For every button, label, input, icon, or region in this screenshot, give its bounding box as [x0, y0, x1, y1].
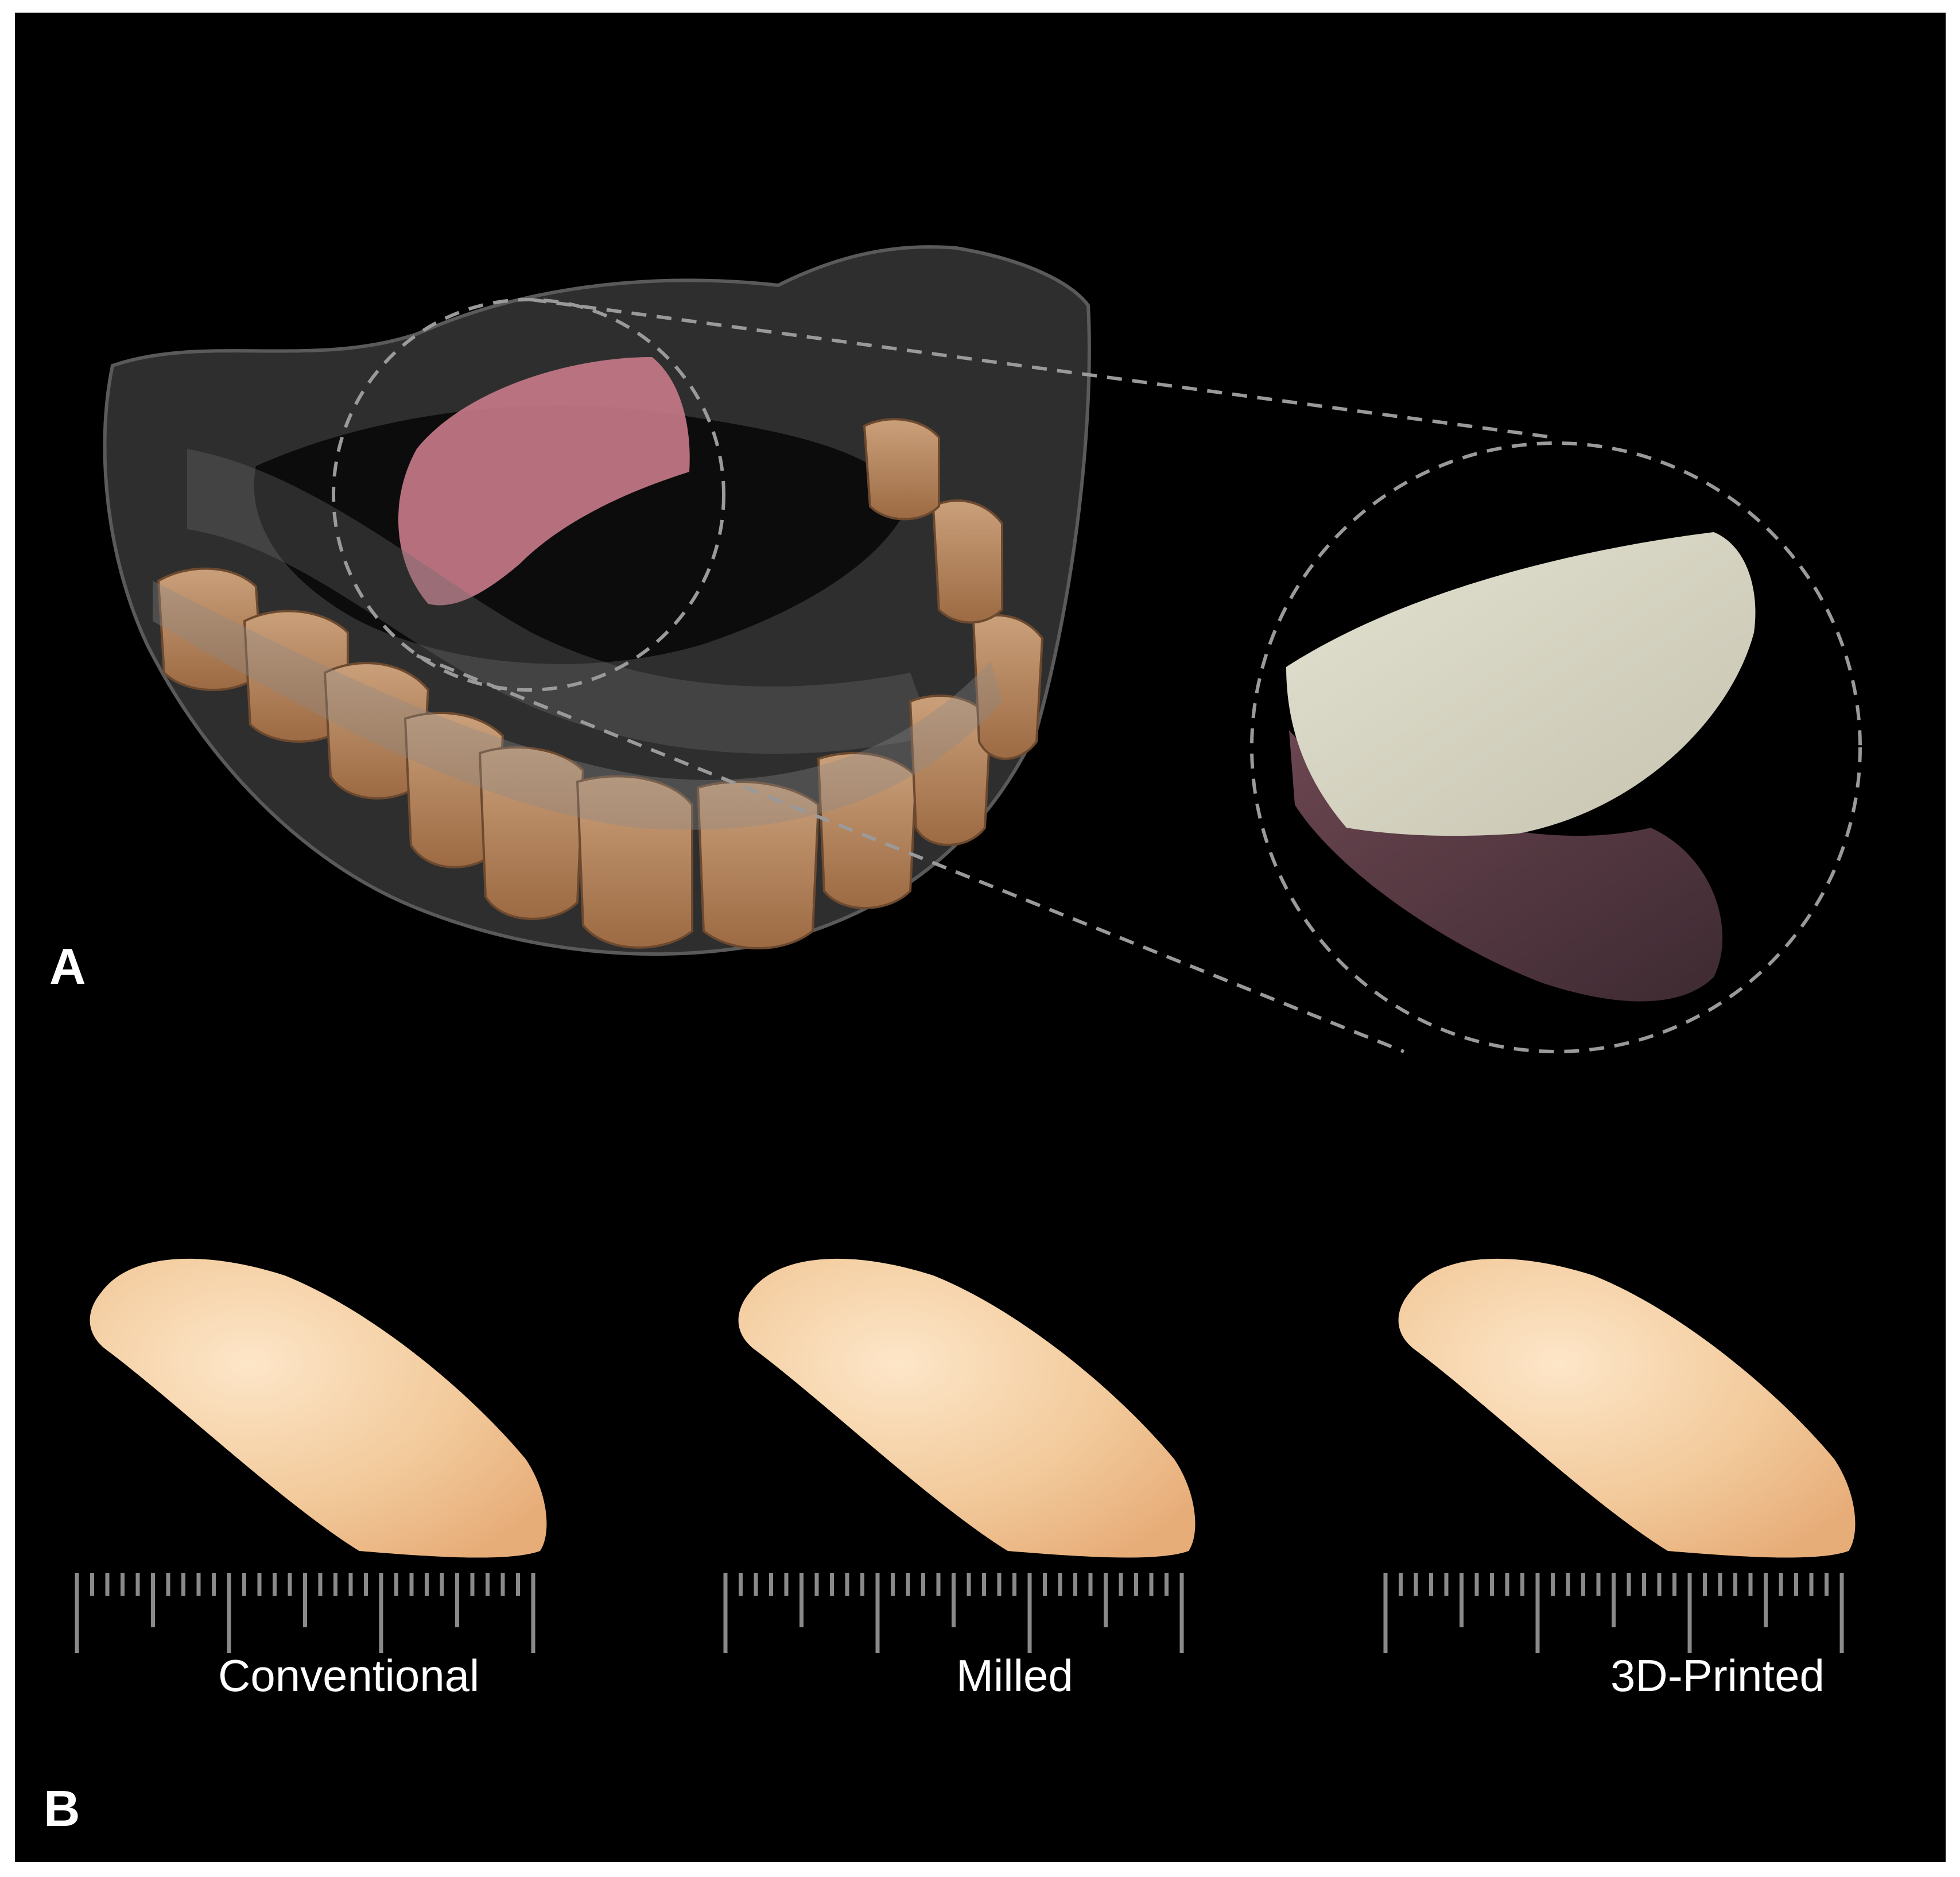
- ruler-1: [75, 1573, 535, 1653]
- denture-model: [103, 245, 1091, 956]
- figure-frame: A B Conventional Milled 3D-Printed: [15, 13, 1946, 1862]
- tooth-specimen-1: [90, 1258, 547, 1558]
- figure-canvas: [75, 245, 1862, 1653]
- zoom-connectors: [416, 298, 1554, 1053]
- tooth-specimen-2: [738, 1258, 1196, 1558]
- zoom-target-circle: [1250, 441, 1862, 1053]
- panel-label-a: A: [49, 938, 86, 995]
- ruler-2: [723, 1573, 1184, 1653]
- ruler-3: [1383, 1573, 1844, 1653]
- zoom-source-circle: [332, 298, 725, 692]
- gingiva-overlay: [153, 581, 1002, 830]
- tooth-specimen-3: [1398, 1258, 1856, 1558]
- section-top: [1286, 532, 1756, 836]
- base-sheen: [187, 449, 933, 754]
- section-bottom: [1289, 730, 1723, 1002]
- caption-conventional: Conventional: [218, 1650, 480, 1701]
- caption-milled: Milled: [956, 1650, 1073, 1701]
- denture-teeth: [157, 418, 1044, 949]
- cross-section: [1286, 532, 1756, 1002]
- caption-3d-printed: 3D-Printed: [1610, 1650, 1825, 1701]
- palatal-patch: [398, 357, 690, 606]
- rulers: [75, 1573, 1844, 1653]
- panel-label-b: B: [44, 1780, 80, 1837]
